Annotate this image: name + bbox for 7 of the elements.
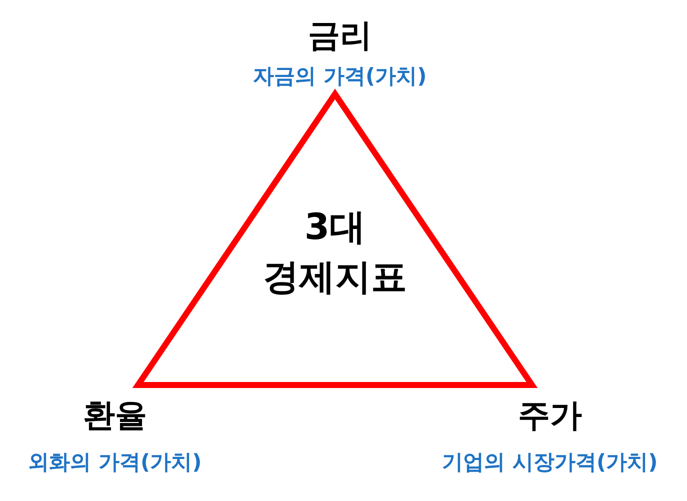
indicator-description: 기업의 시장가격(가치) <box>442 449 658 476</box>
center-title: 3대 경제지표 <box>262 206 408 300</box>
indicator-name: 주가 <box>518 395 582 436</box>
indicator-name: 금리 <box>308 15 372 56</box>
indicator-description: 자금의 가격(가치) <box>253 63 427 90</box>
indicator-description: 외화의 가격(가치) <box>28 449 202 476</box>
indicator-name: 환율 <box>83 395 147 436</box>
